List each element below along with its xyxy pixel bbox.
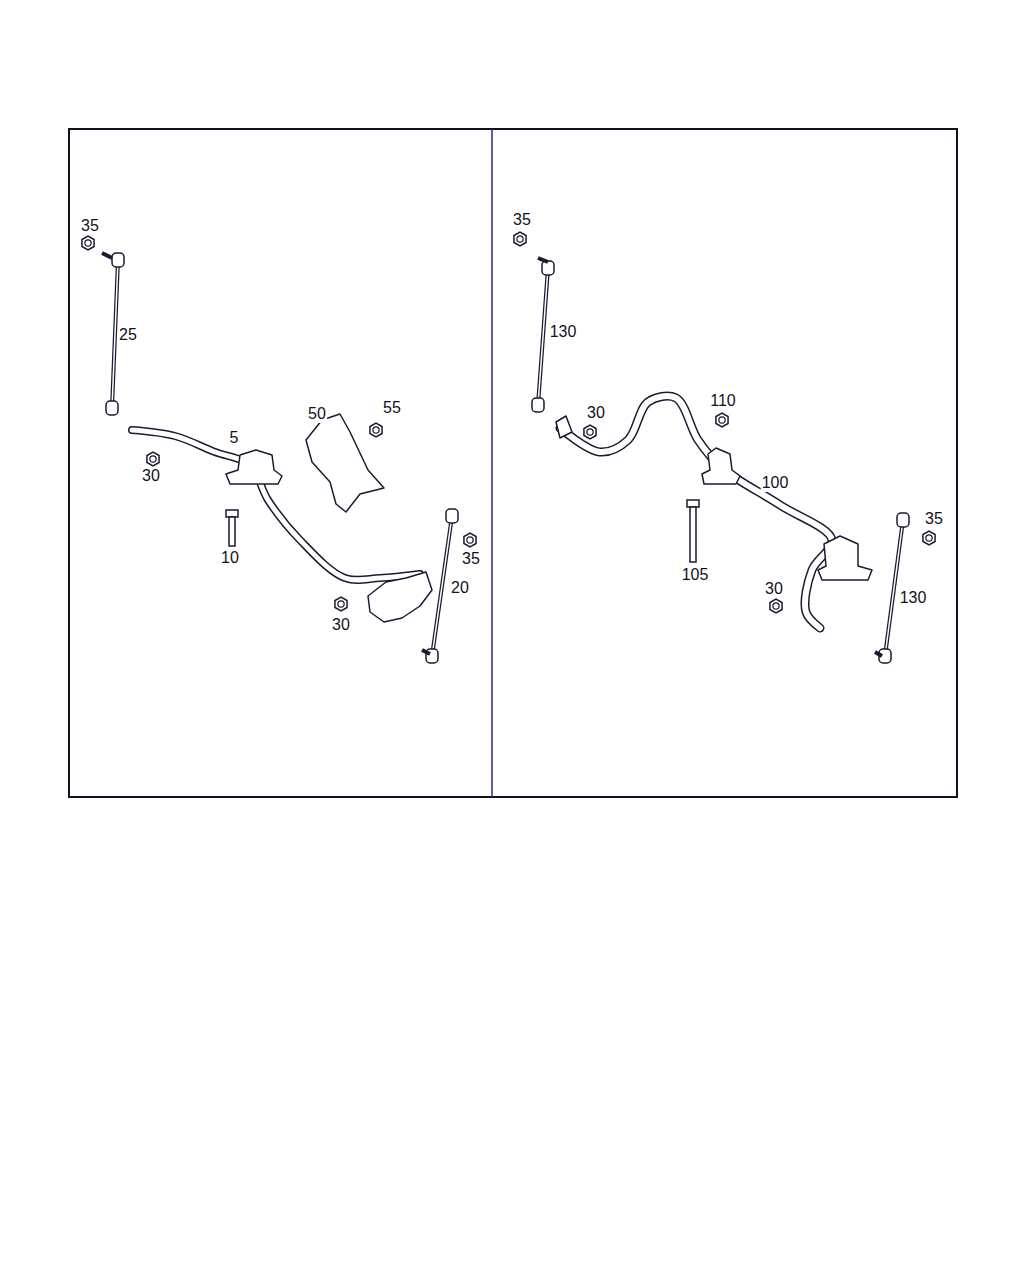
- stabilizer-bar-fill: [560, 396, 832, 628]
- ball-joint: [112, 253, 124, 267]
- stabilizer-bar: [132, 430, 420, 580]
- callout-number: 35: [461, 550, 481, 568]
- bar-bushing: [702, 448, 740, 484]
- callout-number: 50: [307, 405, 327, 423]
- end-bracket: [368, 572, 432, 622]
- callout-number: 25: [118, 326, 138, 344]
- stud: [538, 258, 548, 262]
- hex-nut: [335, 597, 347, 611]
- hex-nut: [923, 531, 935, 545]
- ball-joint: [897, 513, 909, 527]
- link-rod-fill: [885, 520, 903, 656]
- callout-number: 130: [549, 323, 578, 341]
- callout-number: 5: [229, 429, 240, 447]
- callout-number: 35: [512, 211, 532, 229]
- link-rod-fill: [538, 268, 548, 405]
- nut-bore: [85, 240, 91, 246]
- callout-number: 130: [899, 589, 928, 607]
- nut-bore: [773, 603, 779, 609]
- heat-shield: [306, 414, 384, 512]
- link-rod: [432, 516, 452, 656]
- callout-number: 10: [220, 549, 240, 567]
- hex-nut: [464, 533, 476, 547]
- bar-bushing: [226, 450, 282, 484]
- parts-art: [82, 232, 935, 663]
- nut-bore: [150, 456, 156, 462]
- bolt-shank: [690, 507, 696, 562]
- stud: [422, 650, 430, 654]
- callout-number: 30: [141, 467, 161, 485]
- link-rod: [538, 268, 548, 405]
- hex-nut: [82, 236, 94, 250]
- hex-nut: [584, 425, 596, 439]
- nut-bore: [719, 417, 725, 423]
- bar-bushing: [818, 536, 872, 580]
- ball-joint: [532, 398, 544, 412]
- link-rod-fill: [112, 260, 118, 408]
- callout-number: 30: [586, 404, 606, 422]
- callout-number: 105: [681, 566, 710, 584]
- stabilizer-bar-fill: [132, 430, 420, 580]
- callout-number: 30: [764, 580, 784, 598]
- stud: [875, 652, 882, 656]
- callout-number: 100: [761, 474, 790, 492]
- callout-number: 35: [80, 217, 100, 235]
- nut-bore: [587, 429, 593, 435]
- callout-number: 110: [709, 392, 737, 410]
- hex-nut: [514, 232, 526, 246]
- hex-nut: [770, 599, 782, 613]
- bolt-head: [687, 500, 699, 507]
- hex-nut: [370, 423, 382, 437]
- panel-divider: [491, 129, 493, 797]
- nut-bore: [373, 427, 379, 433]
- hex-nut: [716, 413, 728, 427]
- bolt-head: [226, 510, 238, 517]
- nut-bore: [338, 601, 344, 607]
- nut-bore: [467, 537, 473, 543]
- hex-nut: [147, 452, 159, 466]
- ball-joint: [446, 509, 458, 523]
- stabilizer-bar: [560, 396, 832, 628]
- link-rod: [885, 520, 903, 656]
- callout-number: 55: [382, 399, 402, 417]
- callout-number: 30: [331, 616, 351, 634]
- callout-number: 35: [924, 510, 944, 528]
- nut-bore: [517, 236, 523, 242]
- stud: [102, 253, 112, 258]
- ball-joint: [106, 401, 118, 415]
- link-rod-fill: [432, 516, 452, 656]
- ball-joint: [542, 261, 554, 275]
- callout-number: 20: [450, 579, 470, 597]
- nut-bore: [926, 535, 932, 541]
- link-rod: [112, 260, 118, 408]
- frame: [69, 129, 957, 797]
- bolt-shank: [229, 517, 235, 546]
- bar-end-eye: [556, 416, 572, 438]
